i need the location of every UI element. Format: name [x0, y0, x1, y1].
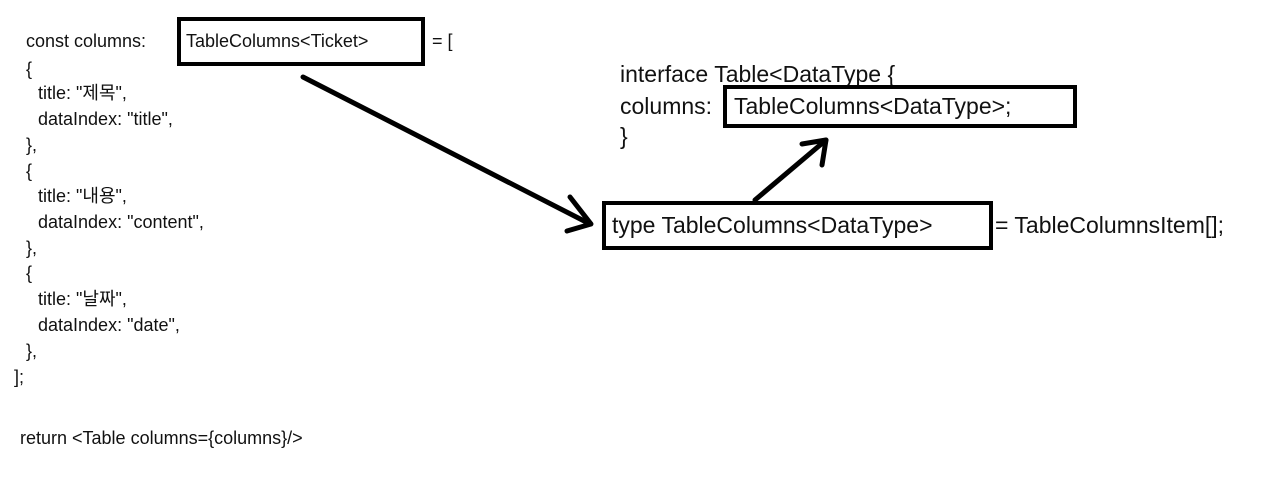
- interface-line-3: }: [620, 123, 628, 149]
- type-line-suffix: = TableColumnsItem[];: [995, 212, 1225, 238]
- highlight-box-ticket: [177, 17, 425, 66]
- code-line: dataIndex: "date",: [38, 315, 180, 335]
- arrow-type-to-interface: [752, 137, 829, 203]
- code-line: title: "내용",: [38, 186, 127, 206]
- code-line: dataIndex: "title",: [38, 109, 173, 129]
- highlight-box-type: [602, 201, 993, 250]
- code-line: dataIndex: "content",: [38, 212, 204, 232]
- code-line: },: [26, 135, 38, 155]
- code-line-const-suffix: = [: [432, 31, 453, 51]
- code-line: },: [26, 341, 38, 361]
- code-line: {: [26, 161, 33, 181]
- boxed-text-ticket: TableColumns<Ticket>: [186, 31, 369, 51]
- interface-line-2-prefix: columns:: [620, 93, 713, 119]
- code-line: title: "날짜",: [38, 289, 127, 309]
- code-line: {: [26, 263, 33, 283]
- boxed-text-type: type TableColumns<DataType>: [612, 212, 933, 238]
- left-code-block: const columns: = [ { title: "제목", dataIn…: [0, 0, 560, 486]
- interface-line-1: interface Table<DataType {: [620, 61, 896, 87]
- code-line: {: [26, 59, 33, 79]
- code-line: title: "제목",: [38, 83, 127, 103]
- code-line: },: [26, 238, 38, 258]
- code-line-const-prefix: const columns:: [26, 31, 147, 51]
- code-line: ];: [14, 367, 25, 387]
- code-line-return: return <Table columns={columns}/>: [20, 428, 303, 448]
- highlight-box-interface-columns: [723, 85, 1077, 128]
- boxed-text-interface-columns: TableColumns<DataType>;: [734, 93, 1012, 119]
